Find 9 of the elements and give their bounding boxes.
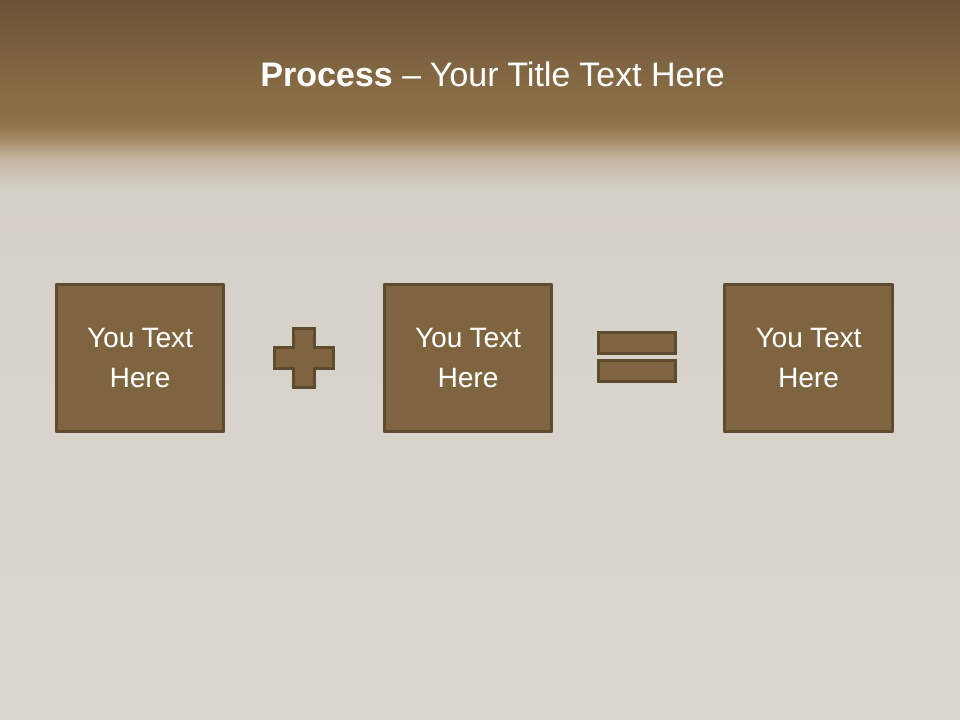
process-box [723, 283, 894, 433]
process-box [55, 283, 225, 433]
plus-sign [273, 327, 335, 389]
box-text: You Text Here [86, 321, 194, 395]
process-box [383, 283, 553, 433]
equals-sign [597, 331, 677, 383]
box-text: You Text Here [754, 321, 862, 395]
slide-title: Process – Your Title Text Here [260, 56, 725, 94]
box-text: You Text Here [414, 321, 522, 395]
